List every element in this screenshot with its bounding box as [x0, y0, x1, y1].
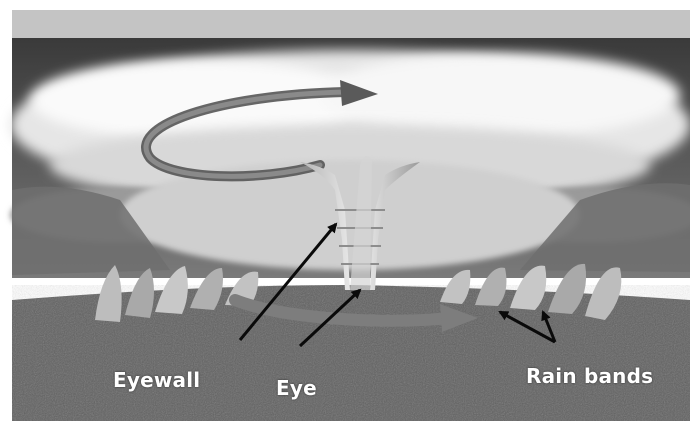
rain-bands-label: Rain bands: [526, 364, 653, 388]
eyewall-label: Eyewall: [113, 368, 200, 392]
eye-label: Eye: [276, 376, 317, 400]
